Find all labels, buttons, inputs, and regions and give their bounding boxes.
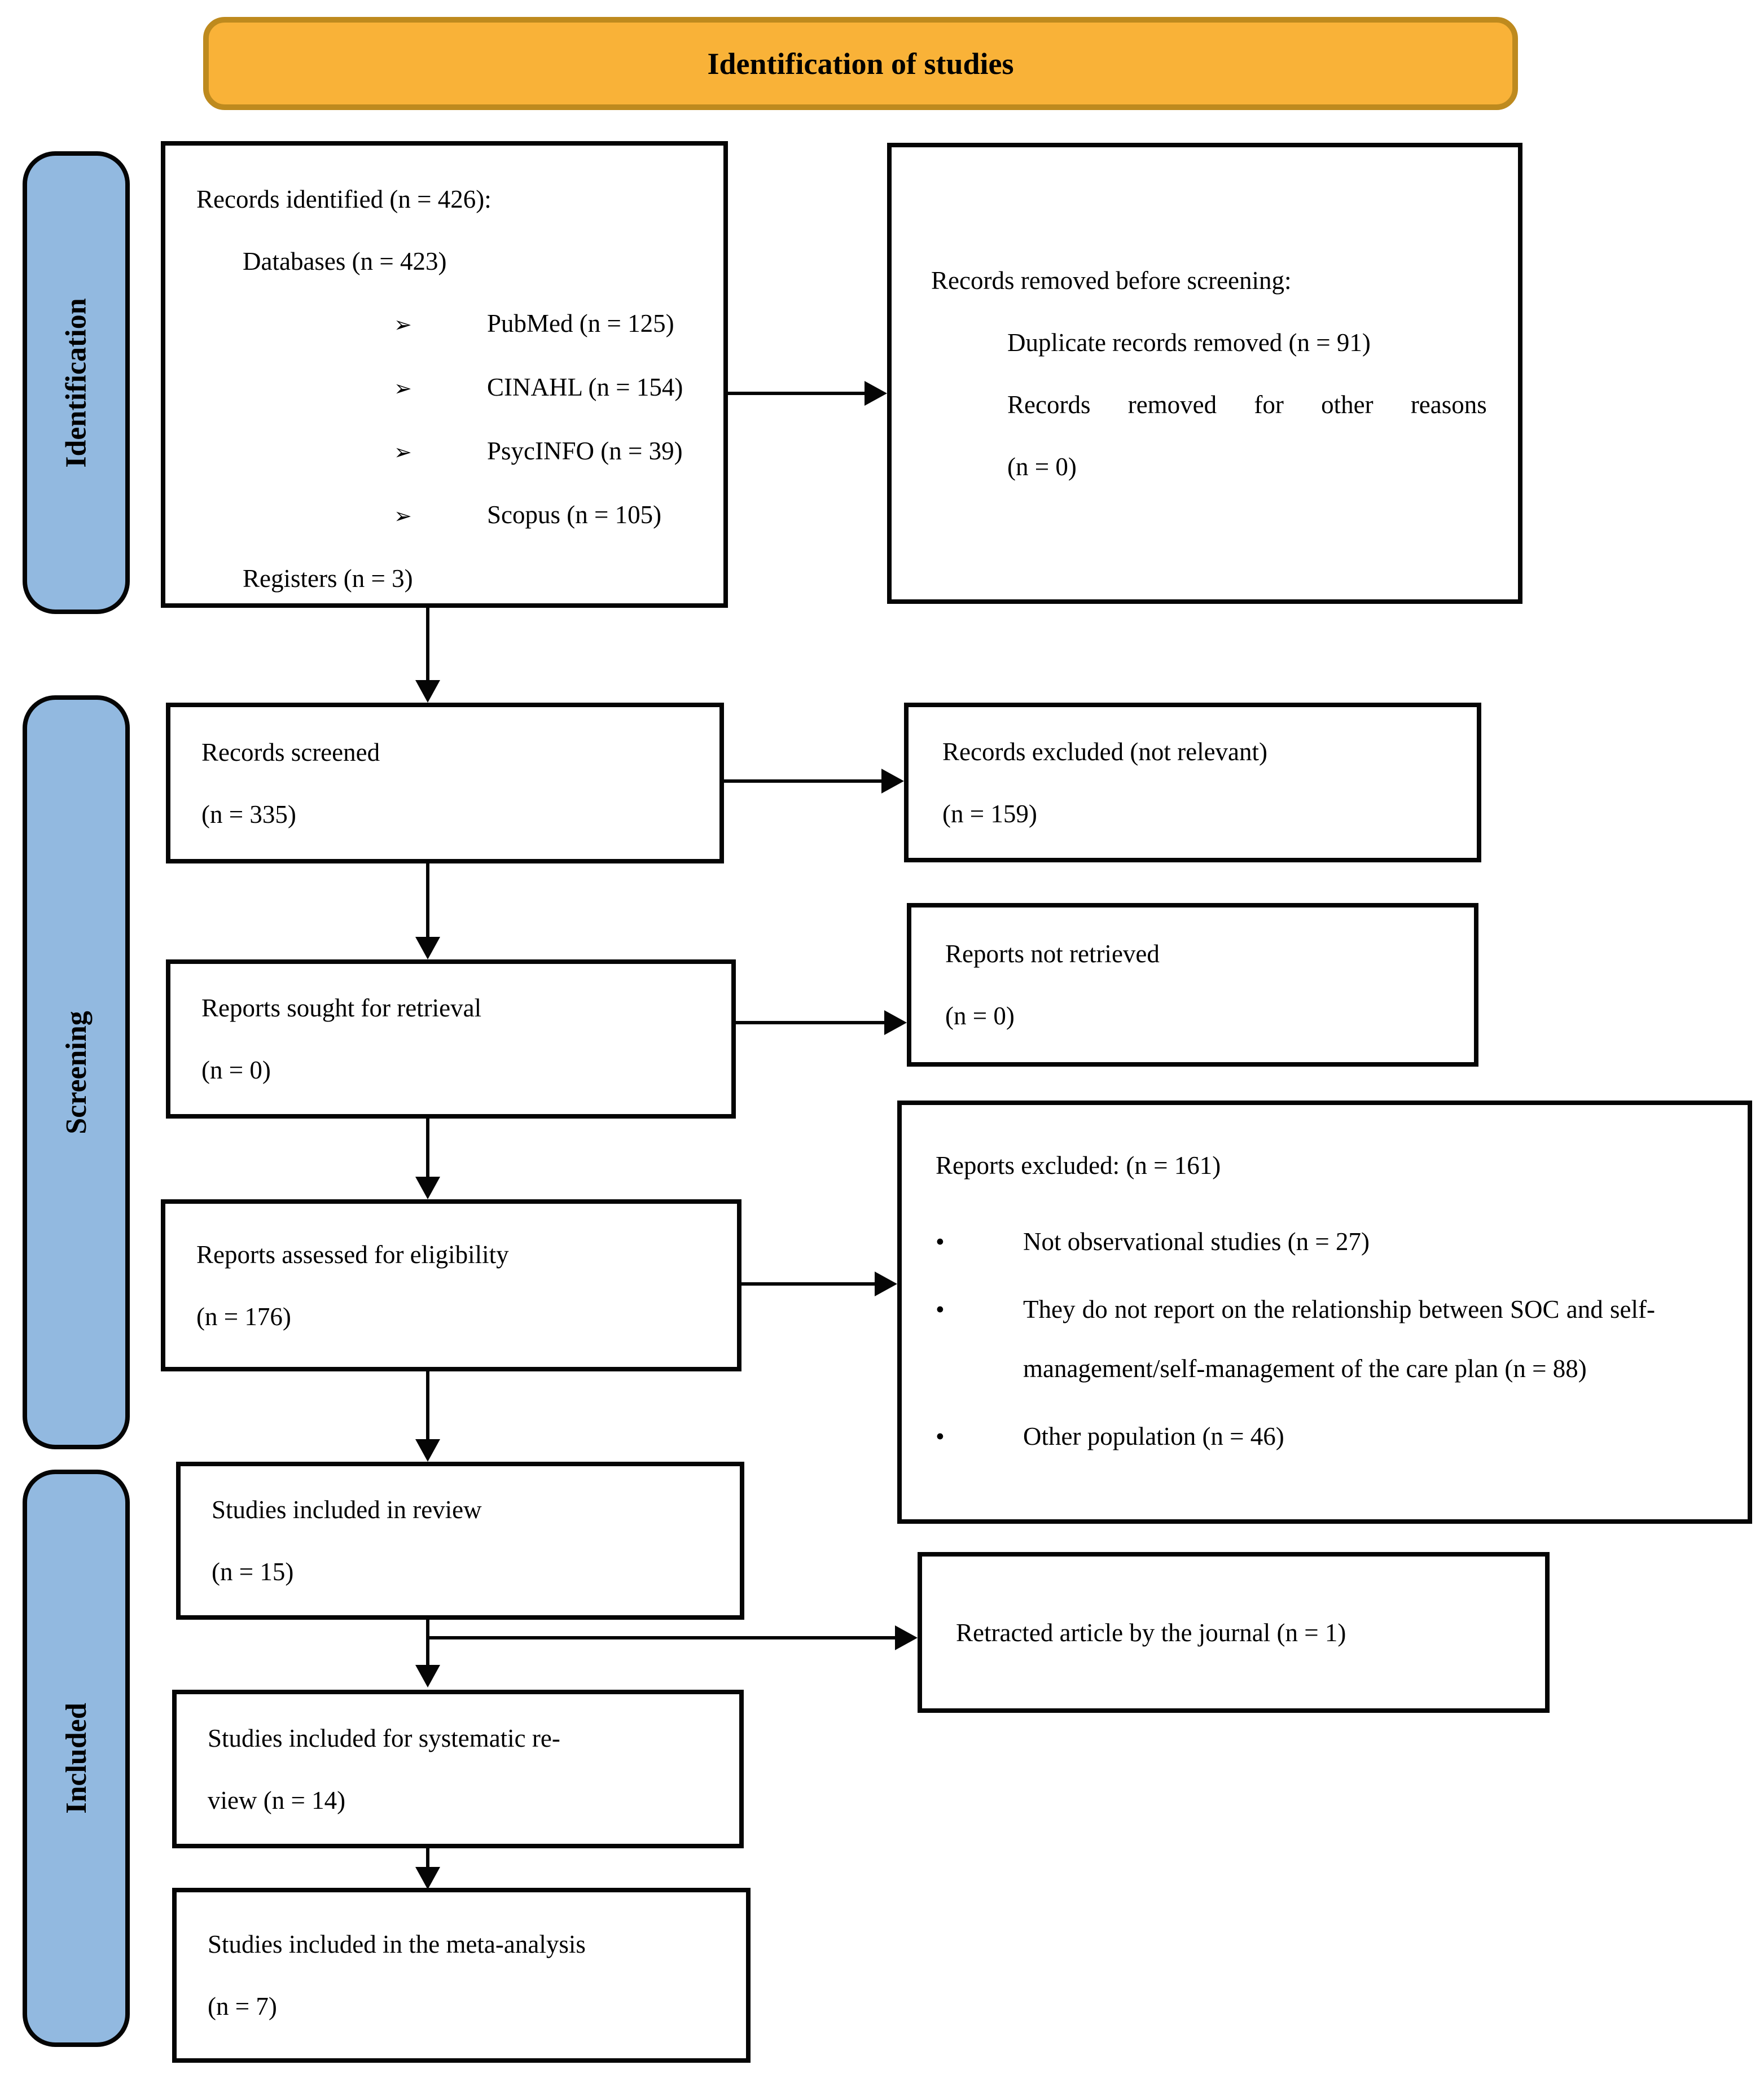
box-retracted-article: Retracted article by the journal (n = 1) <box>918 1552 1550 1713</box>
box-studies-meta-analysis: Studies included in the meta-analysis (n… <box>172 1888 751 2063</box>
box-records-removed-before-screening: Records removed before screening: Duplic… <box>887 143 1522 604</box>
reports-assessed-count: (n = 176) <box>196 1302 291 1331</box>
arrow-bullet-icon: ➢ <box>394 377 412 401</box>
stage-label-included: Included <box>23 1470 130 2047</box>
records-excluded-label: Records excluded (not relevant) <box>942 737 1268 766</box>
records-removed-other-reasons-count: (n = 0) <box>1007 452 1077 481</box>
connector-identified-to-screened <box>426 608 429 680</box>
database-item: ➢ PubMed (n = 125) <box>394 292 715 356</box>
connector-systematic-to-meta <box>426 1848 429 1867</box>
reports-sought-count: (n = 0) <box>201 1056 271 1084</box>
database-item: ➢ CINAHL (n = 154) <box>394 356 715 420</box>
arrowhead-down-icon <box>415 1439 440 1462</box>
connector-sought-to-not-retrieved <box>736 1021 884 1024</box>
arrow-bullet-icon: ➢ <box>394 441 412 464</box>
studies-systematic-review-label: Studies included for systematic re- <box>208 1724 560 1752</box>
arrowhead-right-icon <box>865 381 887 406</box>
database-item: ➢ Scopus (n = 105) <box>394 484 715 547</box>
arrowhead-right-icon <box>884 1010 907 1035</box>
box-records-screened: Records screened (n = 335) <box>166 703 724 863</box>
database-item-cinahl: CINAHL (n = 154) <box>487 373 683 401</box>
excluded-reason-item: • Other population (n = 46) <box>936 1407 1711 1466</box>
arrowhead-right-icon <box>895 1625 918 1650</box>
records-excluded-count: (n = 159) <box>942 799 1037 828</box>
arrow-bullet-icon: ➢ <box>394 313 412 337</box>
excluded-reason-not-observational: Not observational studies (n = 27) <box>1023 1227 1370 1256</box>
connector-included-review-to-systematic <box>426 1620 429 1665</box>
connector-screened-to-sought <box>426 863 429 937</box>
stage-label-included-text: Included <box>60 1703 93 1814</box>
box-records-excluded: Records excluded (not relevant) (n = 159… <box>904 703 1481 862</box>
retracted-article-label: Retracted article by the journal (n = 1) <box>956 1618 1346 1647</box>
arrowhead-down-icon <box>415 937 440 959</box>
database-item-scopus: Scopus (n = 105) <box>487 501 662 529</box>
box-studies-included-review: Studies included in review (n = 15) <box>176 1462 744 1620</box>
reports-not-retrieved-label: Reports not retrieved <box>945 940 1160 968</box>
banner-identification-of-studies: Identification of studies <box>203 17 1518 110</box>
excluded-reason-no-relationship: They do not report on the relationship b… <box>1023 1295 1655 1383</box>
reports-sought-label: Reports sought for retrieval <box>201 994 482 1022</box>
records-removed-other-reasons: Records removed for other reasons <box>1007 390 1487 419</box>
banner-label: Identification of studies <box>707 46 1014 81</box>
records-removed-title: Records removed before screening: <box>931 266 1292 295</box>
stage-label-screening-text: Screening <box>60 1010 93 1134</box>
box-studies-systematic-review: Studies included for systematic re- view… <box>172 1690 744 1848</box>
database-item: ➢ PsycINFO (n = 39) <box>394 420 715 484</box>
arrowhead-down-icon <box>415 680 440 703</box>
box-reports-excluded-eligibility: Reports excluded: (n = 161) • Not observ… <box>897 1101 1752 1524</box>
records-screened-label: Records screened <box>201 738 380 766</box>
records-screened-count: (n = 335) <box>201 800 296 828</box>
excluded-reason-other-population: Other population (n = 46) <box>1023 1422 1284 1450</box>
arrowhead-right-icon <box>881 769 904 794</box>
connector-sought-to-assessed <box>426 1119 429 1177</box>
arrowhead-down-icon <box>415 1867 440 1890</box>
excluded-reason-item: • Not observational studies (n = 27) <box>936 1212 1711 1272</box>
arrowhead-down-icon <box>415 1665 440 1687</box>
excluded-reason-item: • They do not report on the relationship… <box>936 1280 1711 1399</box>
studies-included-review-label: Studies included in review <box>212 1496 482 1524</box>
reports-excluded-eligibility-title: Reports excluded: (n = 161) <box>936 1151 1221 1180</box>
connector-screened-to-excluded <box>724 779 881 783</box>
stage-label-screening: Screening <box>23 695 130 1449</box>
bullet-icon: • <box>936 1227 945 1256</box>
box-reports-not-retrieved: Reports not retrieved (n = 0) <box>907 903 1478 1067</box>
box-reports-sought: Reports sought for retrieval (n = 0) <box>166 959 736 1119</box>
box-reports-assessed: Reports assessed for eligibility (n = 17… <box>161 1199 741 1371</box>
arrow-bullet-icon: ➢ <box>394 505 412 528</box>
studies-systematic-review-count: view (n = 14) <box>208 1786 346 1814</box>
stage-label-identification: Identification <box>23 151 130 614</box>
bullet-icon: • <box>936 1295 945 1323</box>
connector-identified-to-removed <box>728 392 865 395</box>
duplicate-records-removed: Duplicate records removed (n = 91) <box>1007 328 1371 357</box>
records-identified-title: Records identified (n = 426): <box>196 185 492 213</box>
registers-label: Registers (n = 3) <box>243 564 413 593</box>
connector-assessed-to-excluded-eligibility <box>741 1282 875 1286</box>
database-item-pubmed: PubMed (n = 125) <box>487 309 674 337</box>
reports-assessed-label: Reports assessed for eligibility <box>196 1240 509 1269</box>
studies-included-review-count: (n = 15) <box>212 1558 294 1586</box>
arrowhead-right-icon <box>875 1272 897 1296</box>
studies-meta-analysis-count: (n = 7) <box>208 1992 277 2020</box>
bullet-icon: • <box>936 1422 945 1450</box>
reports-not-retrieved-count: (n = 0) <box>945 1002 1015 1030</box>
studies-meta-analysis-label: Studies included in the meta-analysis <box>208 1930 586 1958</box>
arrowhead-down-icon <box>415 1177 440 1199</box>
databases-label: Databases (n = 423) <box>243 247 447 275</box>
stage-label-identification-text: Identification <box>60 297 93 468</box>
box-records-identified: Records identified (n = 426): Databases … <box>161 141 728 608</box>
connector-branch-to-retracted <box>426 1636 895 1639</box>
database-item-psycinfo: PsycINFO (n = 39) <box>487 437 683 465</box>
connector-assessed-to-included-review <box>426 1371 429 1439</box>
